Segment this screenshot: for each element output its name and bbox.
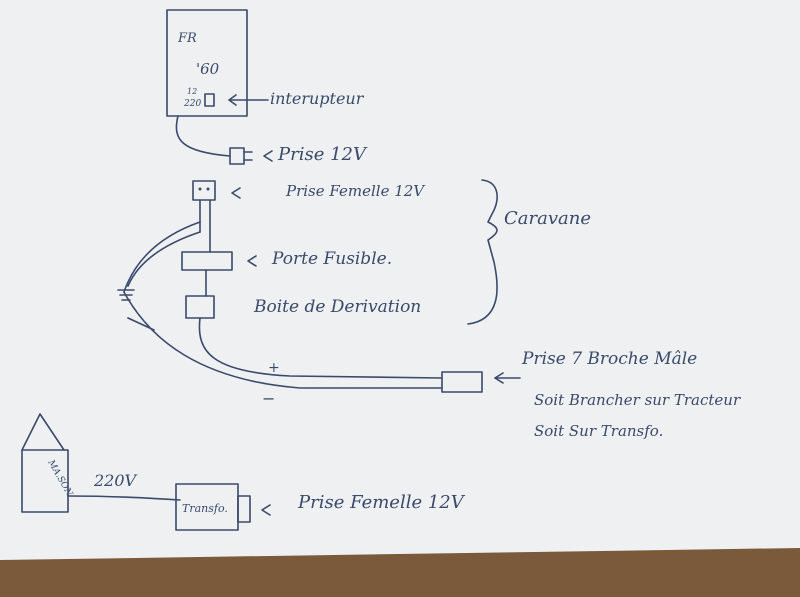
junction-box-label: Boite de Derivation: [253, 297, 421, 317]
fuse-arrow: [247, 255, 257, 267]
transformer-socket-arrow: [261, 504, 271, 516]
plug-7pin-arrow-head: [494, 372, 504, 384]
socket-hole-left: [198, 187, 202, 191]
device-line-2: '60: [196, 60, 220, 78]
house-body: [21, 449, 69, 513]
plug-12v-arrow: [263, 150, 273, 162]
female-socket-label: Prise Femelle 12V: [285, 182, 426, 200]
caravan-brace: [467, 179, 498, 325]
device-voltage-bottom: 220: [183, 99, 201, 109]
plug-12v: [229, 147, 245, 165]
paper: [0, 0, 800, 560]
device-voltage-top: 12: [187, 87, 197, 96]
minus-cable: [123, 291, 443, 389]
plug-7pin-label-2: Soit Brancher sur Tracteur: [534, 391, 741, 409]
device-line-1: FR: [177, 31, 197, 46]
transformer-socket: [237, 495, 251, 523]
device-switch: [204, 93, 215, 107]
plus-label: +: [268, 360, 280, 376]
plug-7pin: [441, 371, 483, 393]
plug-7pin-label-1: Prise 7 Broche Mâle: [521, 349, 697, 369]
switch-label: interupteur: [270, 89, 365, 108]
female-socket-bottom-label: Prise Femelle 12V: [297, 492, 466, 513]
device-box: [166, 9, 248, 117]
plug-7pin-label-3: Soit Sur Transfo.: [534, 422, 663, 440]
transformer-label: Transfo.: [182, 502, 228, 515]
female-socket-box: [192, 180, 216, 201]
female-socket-arrow: [231, 187, 241, 199]
device-cord: [175, 115, 231, 157]
switch-arrow-head: [228, 94, 237, 106]
ground-bar: [127, 317, 155, 331]
house-roof: [21, 413, 65, 451]
ground-cable-back: [123, 221, 201, 293]
socket-hole-right: [206, 187, 210, 191]
mains-cable: [67, 495, 181, 501]
fuse-holder-label: Porte Fusible.: [271, 249, 392, 269]
plug-12v-label: Prise 12V: [277, 144, 368, 165]
ground-cable: [127, 231, 201, 287]
mains-voltage-label: 220V: [93, 471, 138, 490]
minus-label: −: [262, 389, 275, 408]
fuse-holder: [181, 251, 233, 271]
caravan-label: Caravane: [504, 208, 591, 229]
plus-cable: [198, 317, 443, 379]
